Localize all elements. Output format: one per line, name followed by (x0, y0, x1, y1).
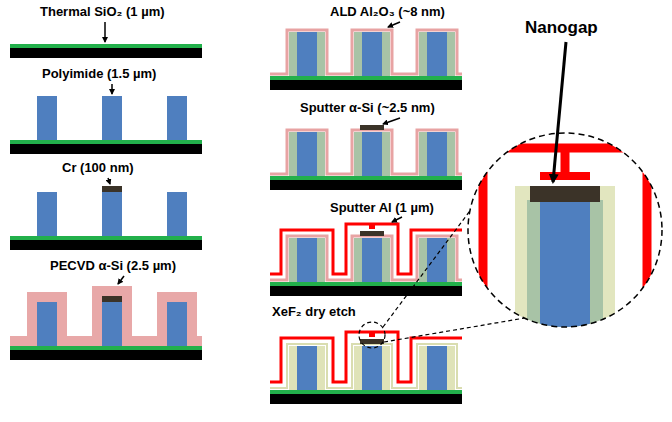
layer-label: XeF₂ dry etch (272, 304, 356, 320)
step-polyimide (10, 96, 202, 154)
zoom-circle (468, 133, 662, 327)
step-ald (270, 30, 462, 90)
nanogap-arrow (553, 42, 566, 182)
step-oxide (10, 44, 202, 58)
layer-label: Sputter Al (1 µm) (330, 200, 434, 216)
step-sputter-al (270, 224, 462, 296)
leader-arrows (105, 22, 402, 284)
layer-label: Nanogap (525, 18, 598, 38)
layer-label: PECVD α-Si (2.5 µm) (50, 258, 176, 274)
detail-marker (359, 322, 385, 348)
layer-label: Thermal SiO₂ (1 µm) (40, 4, 165, 20)
step-sputter-si (270, 125, 462, 190)
step-xef2-etch (270, 332, 462, 404)
zoom-line (384, 318, 525, 342)
zoom-detail (468, 133, 662, 346)
layer-label: Polyimide (1.5 µm) (42, 66, 156, 82)
step-chromium (10, 186, 202, 250)
layer-label: Sputter α-Si (~2.5 nm) (300, 100, 435, 116)
layer-label: ALD Al₂O₃ (~8 nm) (330, 4, 445, 20)
layer-label: Cr (100 nm) (62, 160, 134, 176)
step-pecvd-si (10, 286, 202, 360)
